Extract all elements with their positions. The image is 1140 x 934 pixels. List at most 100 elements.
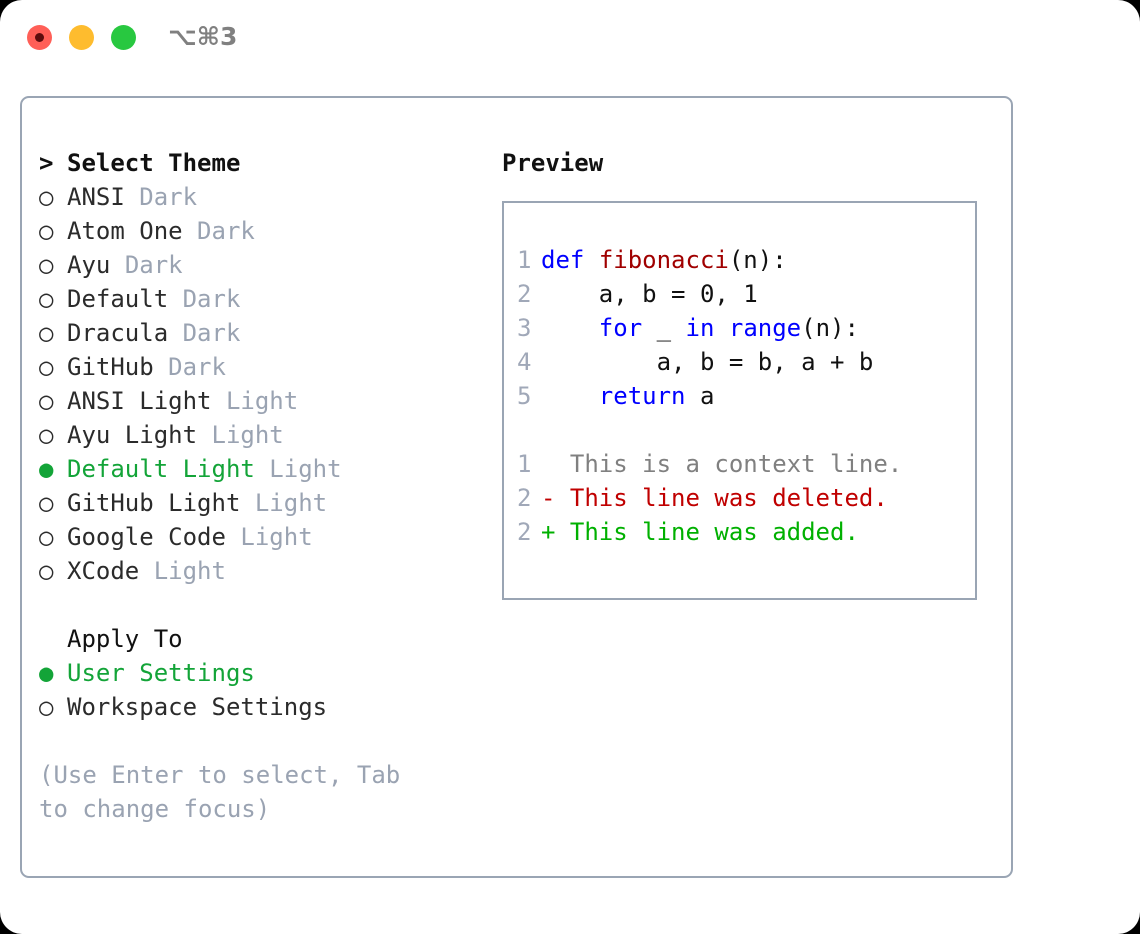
code-token: fibonacci [598,246,729,274]
code-line: 3 for _ in range(n): [517,311,971,345]
radio-unselected-icon[interactable]: ○ [39,319,54,347]
theme-name: Google Code [67,523,226,551]
theme-kind: Light [225,387,299,415]
theme-picker-column: >Select Theme ○ANSI Dark ○Atom One Dark … [39,146,479,826]
line-number: 1 [517,246,532,274]
radio-unselected-icon[interactable]: ○ [39,251,54,279]
code-token: a, b = b, a + b [541,348,874,376]
title-bar: ⌥⌘3 [0,0,1140,78]
theme-name: Dracula [67,319,169,347]
radio-unselected-icon[interactable]: ○ [39,217,54,245]
theme-name: GitHub Light [67,489,241,517]
code-token: (n): [728,246,787,274]
apply-to-option-label: Workspace Settings [67,693,328,721]
blank-marker-icon [39,622,67,656]
theme-list-item-default-light[interactable]: ● Default Light Light [39,452,479,486]
theme-name: Default Light [67,455,255,483]
line-number: 2 [517,518,532,546]
theme-list-item-google-code[interactable]: ○Google Code Light [39,520,479,554]
theme-kind: Dark [168,353,226,381]
apply-to-header: Apply To [39,622,479,656]
diff-sign [541,450,555,478]
radio-unselected-icon[interactable]: ○ [39,489,54,517]
radio-unselected-icon[interactable]: ○ [39,183,54,211]
theme-name: Default [67,285,169,313]
line-number: 5 [517,382,532,410]
code-token: a [685,382,715,410]
keyboard-shortcut-label: ⌥⌘3 [168,22,238,51]
radio-unselected-icon[interactable]: ○ [39,387,54,415]
code-diff-gap [517,413,971,447]
apply-to-option-user-settings[interactable]: ● User Settings [39,656,479,690]
theme-list-item-ayu-dark[interactable]: ○ Ayu Dark [39,248,479,282]
diff-text: This line was added. [555,518,859,546]
help-spacer [39,724,479,758]
line-number: 2 [517,280,532,308]
diff-text: This line was deleted. [555,484,888,512]
code-line: 1 def fibonacci(n): [517,243,971,277]
radio-unselected-icon[interactable]: ○ [39,353,54,381]
theme-list-item-ansi-dark[interactable]: ○ ANSI Dark [39,180,479,214]
theme-list-item-ayu-light[interactable]: ○Ayu Light Light [39,418,479,452]
theme-name: ANSI [67,183,125,211]
code-token: (n): [801,314,859,342]
select-theme-header-label: Select Theme [67,149,241,177]
theme-list-item-ansi-light[interactable]: ○ANSI Light Light [39,384,479,418]
theme-kind: Dark [182,319,241,347]
code-token: for [598,314,643,342]
radio-unselected-icon[interactable]: ○ [39,421,54,449]
minimize-button-icon[interactable] [69,25,94,50]
line-number: 1 [517,450,532,478]
line-number: 4 [517,348,532,376]
apply-to-option-workspace-settings[interactable]: ○ Workspace Settings [39,690,479,724]
theme-list-item-default-dark[interactable]: ○Default Dark [39,282,479,316]
code-token: in [685,314,715,342]
theme-name: Ayu [67,251,111,279]
radio-unselected-icon[interactable]: ○ [39,693,54,721]
theme-list-item-xcode[interactable]: ○ XCode Light [39,554,479,588]
theme-list-item-atom-one-dark[interactable]: ○Atom One Dark [39,214,479,248]
help-hint-text: (Use Enter to select, Tab to change focu… [39,761,401,823]
apply-to-header-label: Apply To [67,625,183,653]
theme-name: XCode [67,557,140,585]
code-line: 5 return a [517,379,971,413]
theme-list-item-github-dark[interactable]: ○ GitHub Dark [39,350,479,384]
theme-kind: Dark [124,251,183,279]
theme-name: GitHub [67,353,154,381]
code-line: 2 a, b = 0, 1 [517,277,971,311]
diff-line-context: 1 This is a context line. [517,447,971,481]
theme-kind: Light [153,557,226,585]
diff-text: This is a context line. [555,450,903,478]
theme-list-item-dracula-dark[interactable]: ○ Dracula Dark [39,316,479,350]
apply-to-option-label: User Settings [67,659,255,687]
theme-list-item-github-light[interactable]: ○ GitHub Light Light [39,486,479,520]
code-token: a, b = 0, 1 [541,280,758,308]
theme-kind: Dark [197,217,255,245]
code-token: range [728,314,802,342]
radio-unselected-icon[interactable]: ○ [39,557,54,585]
diff-sign: + [541,518,556,546]
select-theme-header: >Select Theme [39,146,479,180]
line-number: 2 [517,484,532,512]
line-number: 3 [517,314,532,342]
code-token [584,246,598,274]
theme-kind: Light [269,455,342,483]
diff-line-deleted: 2- This line was deleted. [517,481,971,515]
theme-kind: Dark [139,183,198,211]
code-token [541,382,599,410]
maximize-button-icon[interactable] [111,25,136,50]
code-token [714,314,728,342]
theme-name: Ayu Light [67,421,198,449]
radio-selected-icon[interactable]: ● [39,455,54,483]
tui-panel: >Select Theme ○ANSI Dark ○Atom One Dark … [20,96,1013,878]
diff-line-added: 2 + This line was added. [517,515,971,549]
theme-kind: Light [254,489,328,517]
radio-selected-icon[interactable]: ● [39,659,54,687]
close-button-icon[interactable] [27,25,52,50]
radio-unselected-icon[interactable]: ○ [39,285,54,313]
code-token: def [541,246,585,274]
radio-unselected-icon[interactable]: ○ [39,523,54,551]
section-spacer [39,588,479,622]
